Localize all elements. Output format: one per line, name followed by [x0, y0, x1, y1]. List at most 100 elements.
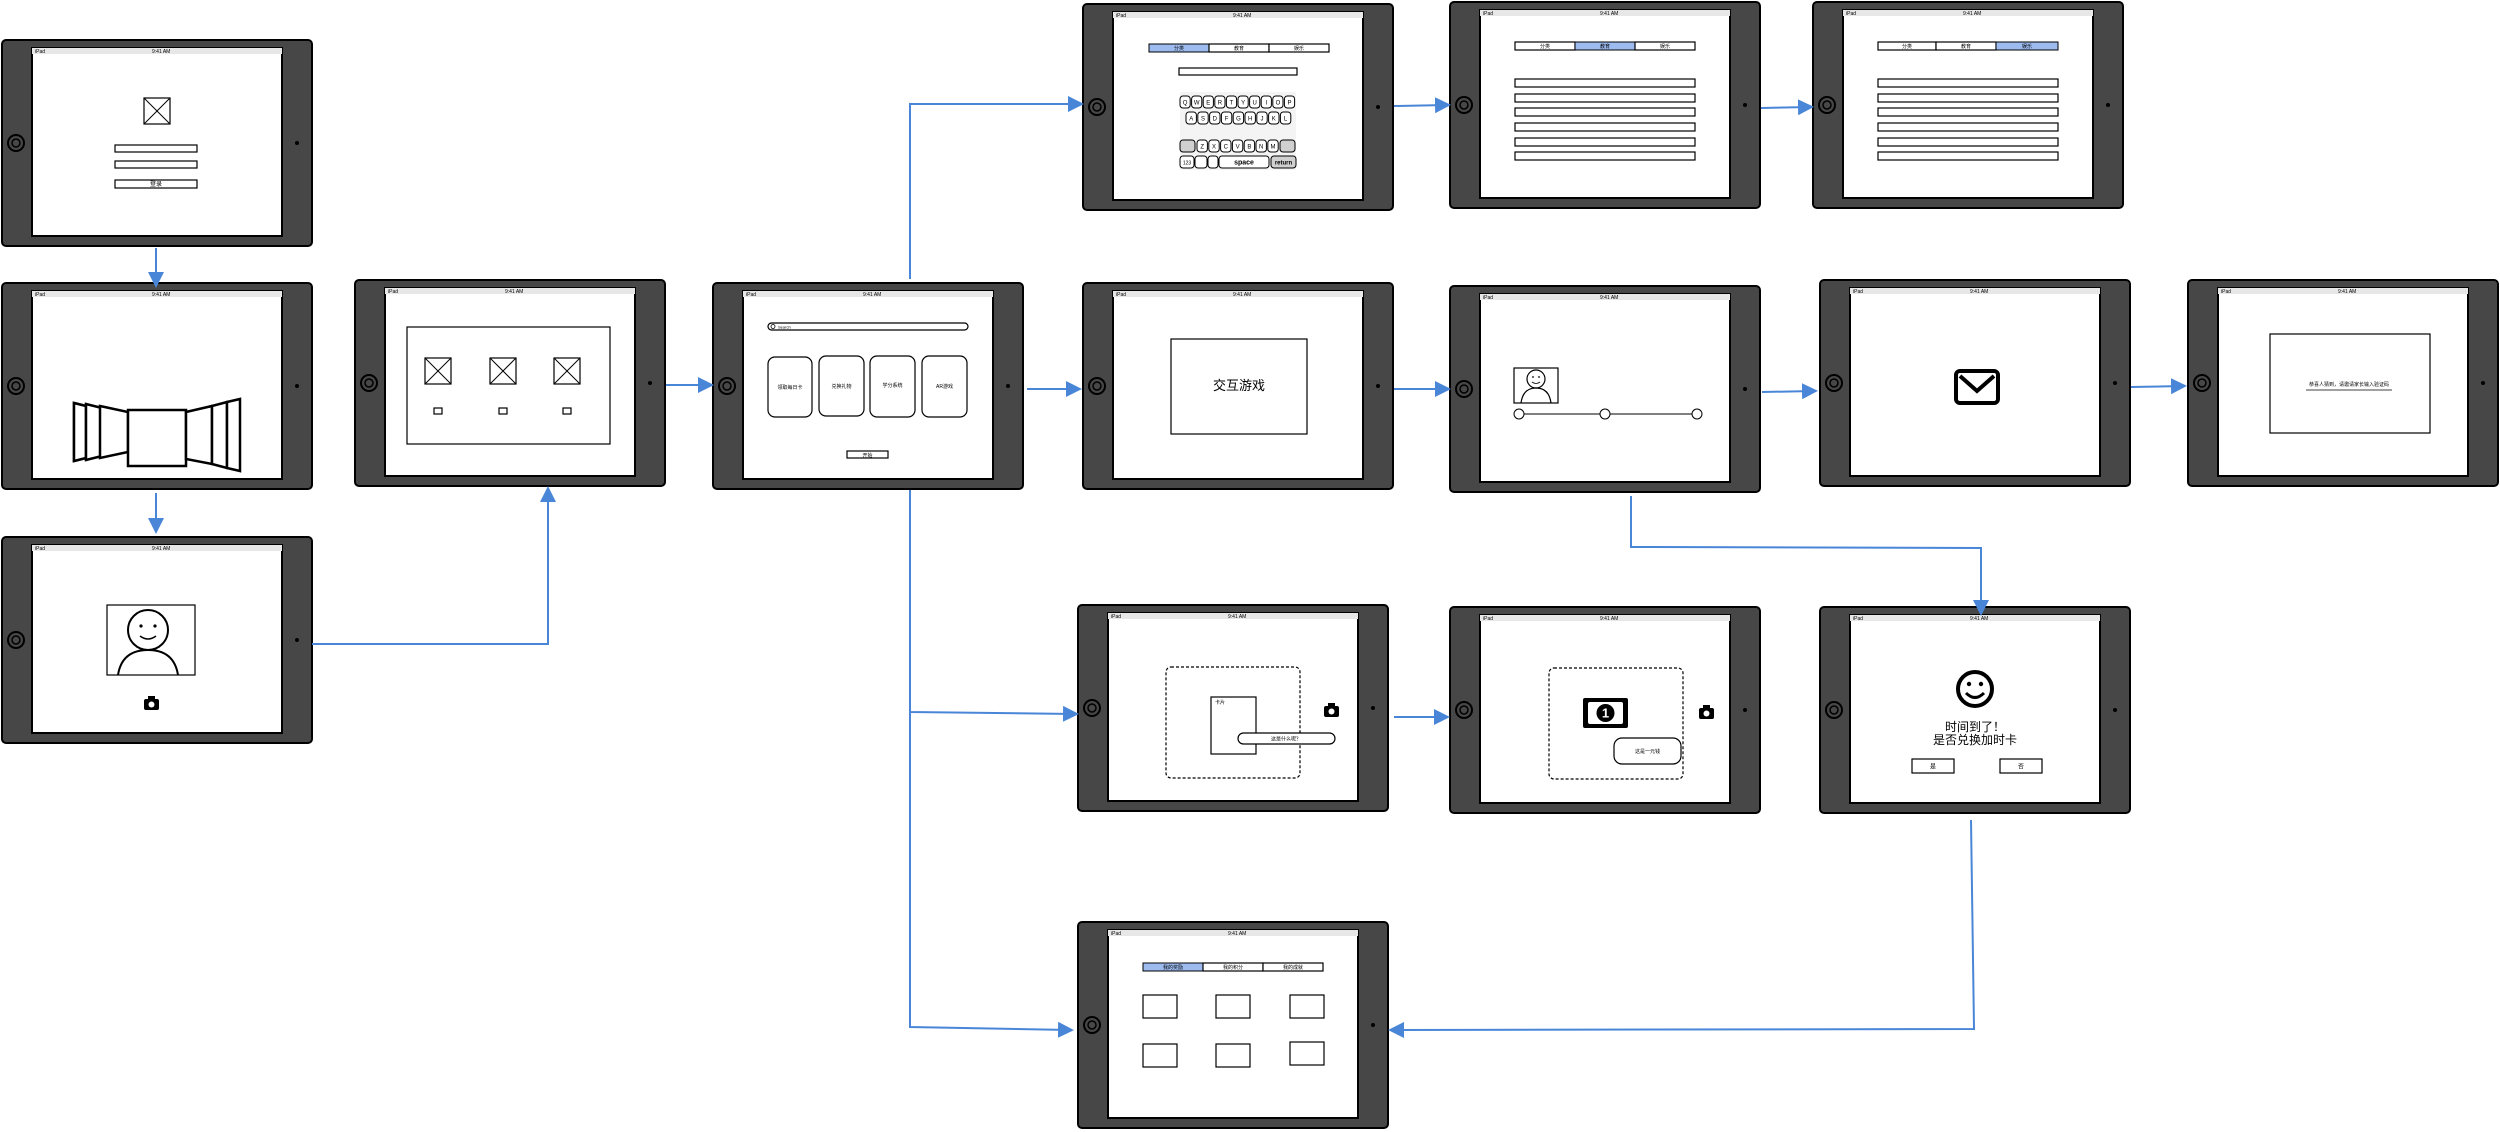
list-item[interactable]	[1877, 137, 2059, 147]
start-button[interactable]	[846, 450, 889, 459]
key-p[interactable]	[1283, 95, 1296, 109]
list-item[interactable]	[1514, 107, 1696, 117]
username-field[interactable]	[114, 144, 198, 153]
emoji-key[interactable]	[1194, 155, 1208, 169]
gallery-item-2[interactable]	[489, 357, 517, 415]
list-item[interactable]	[1514, 137, 1696, 147]
list-item[interactable]	[1877, 151, 2059, 161]
flow-arrow	[909, 712, 1074, 1038]
key-n[interactable]	[1255, 139, 1267, 153]
camera-icon[interactable]	[1324, 703, 1339, 717]
key-y[interactable]	[1237, 95, 1249, 109]
key-w[interactable]	[1191, 95, 1203, 109]
key-c[interactable]	[1220, 139, 1232, 153]
key-l[interactable]	[1279, 111, 1292, 125]
gallery-checkbox[interactable]	[498, 407, 508, 415]
camera-icon[interactable]	[144, 696, 159, 710]
status-time: 9:41 AM	[1233, 13, 1251, 19]
reward-tile[interactable]	[1215, 994, 1251, 1019]
game-panel[interactable]	[1170, 338, 1308, 435]
key-t[interactable]	[1225, 95, 1238, 109]
key-d[interactable]	[1209, 111, 1221, 125]
key-s[interactable]	[1197, 111, 1209, 125]
content-list[interactable]	[1877, 78, 2059, 161]
segmented-control[interactable]: 分类 教育 娱乐	[1148, 43, 1330, 53]
key-i[interactable]	[1260, 95, 1272, 109]
segmented-control[interactable]: 我的奖励 我的积分 我的成就	[1142, 962, 1324, 972]
progress-node[interactable]	[1599, 408, 1611, 420]
gallery-item-3[interactable]	[553, 357, 581, 415]
status-carrier: iPad	[1483, 11, 1493, 17]
key-k[interactable]	[1268, 111, 1280, 125]
key-g[interactable]	[1232, 111, 1245, 125]
microphone-key[interactable]	[1207, 155, 1219, 169]
gallery-item-1[interactable]	[424, 357, 452, 415]
gallery-checkbox[interactable]	[562, 407, 572, 415]
space-key[interactable]	[1218, 155, 1270, 169]
login-button[interactable]	[114, 179, 198, 189]
key-e[interactable]	[1202, 95, 1214, 109]
reward-tile[interactable]	[1215, 1043, 1251, 1068]
reward-tile[interactable]	[1289, 1041, 1325, 1066]
key-m[interactable]	[1267, 139, 1279, 153]
reward-tile[interactable]	[1289, 994, 1325, 1019]
tab-entertainment[interactable]	[1995, 41, 2059, 51]
tab-entertainment[interactable]	[1634, 41, 1696, 51]
key-o[interactable]	[1272, 95, 1284, 109]
list-item[interactable]	[1877, 78, 2059, 88]
key-x[interactable]	[1208, 139, 1220, 153]
list-item[interactable]	[1514, 151, 1696, 161]
key-j[interactable]	[1256, 111, 1268, 125]
password-field[interactable]	[114, 160, 198, 169]
reward-grid[interactable]	[1142, 994, 1325, 1068]
tab-entertainment[interactable]	[1268, 43, 1330, 53]
list-item[interactable]	[1514, 78, 1696, 88]
shift-key[interactable]	[1179, 139, 1196, 153]
key-b[interactable]	[1243, 139, 1256, 153]
list-item[interactable]	[1877, 107, 2059, 117]
list-item[interactable]	[1877, 93, 2059, 103]
home-card-2[interactable]: 兑换礼物	[818, 355, 865, 417]
key-label: D	[1213, 117, 1218, 123]
tab-my-achievements[interactable]	[1262, 962, 1324, 972]
key-v[interactable]	[1231, 139, 1244, 153]
status-time: 9:41 AM	[152, 49, 170, 55]
key-f[interactable]	[1220, 111, 1233, 125]
segmented-control[interactable]: 分类 教育 娱乐	[1877, 41, 2059, 51]
no-button[interactable]	[1999, 758, 2043, 774]
list-item[interactable]	[1514, 93, 1696, 103]
reward-tile[interactable]	[1142, 994, 1178, 1019]
key-q[interactable]	[1179, 95, 1191, 109]
return-key[interactable]	[1270, 155, 1297, 169]
coverflow-carousel[interactable]	[72, 397, 242, 473]
key-a[interactable]	[1185, 111, 1197, 125]
segmented-control[interactable]: 分类 教育 娱乐	[1514, 41, 1696, 51]
yes-button[interactable]	[1911, 758, 1955, 774]
key-u[interactable]	[1249, 95, 1261, 109]
key-r[interactable]	[1214, 95, 1226, 109]
level-progress-track[interactable]	[1513, 408, 1703, 420]
home-card-3[interactable]: 学分系统	[869, 355, 916, 418]
gallery-checkbox[interactable]	[433, 407, 443, 415]
key-z[interactable]	[1196, 139, 1208, 153]
home-card-1[interactable]: 领取每日卡	[767, 356, 813, 418]
camera-icon[interactable]	[1699, 705, 1714, 719]
search-input[interactable]	[767, 322, 969, 331]
numbers-key[interactable]	[1179, 155, 1195, 169]
search-input[interactable]	[1178, 67, 1298, 76]
content-list[interactable]	[1514, 78, 1696, 161]
progress-node[interactable]	[1513, 408, 1525, 420]
list-item[interactable]	[1877, 122, 2059, 132]
progress-node[interactable]	[1691, 408, 1703, 420]
reward-tile[interactable]	[1142, 1043, 1178, 1068]
list-item[interactable]	[1514, 122, 1696, 132]
envelope-icon[interactable]	[1954, 369, 2000, 405]
home-card-4[interactable]: AR游戏	[921, 355, 968, 418]
delete-key[interactable]	[1279, 139, 1296, 153]
key-h[interactable]	[1244, 111, 1256, 125]
